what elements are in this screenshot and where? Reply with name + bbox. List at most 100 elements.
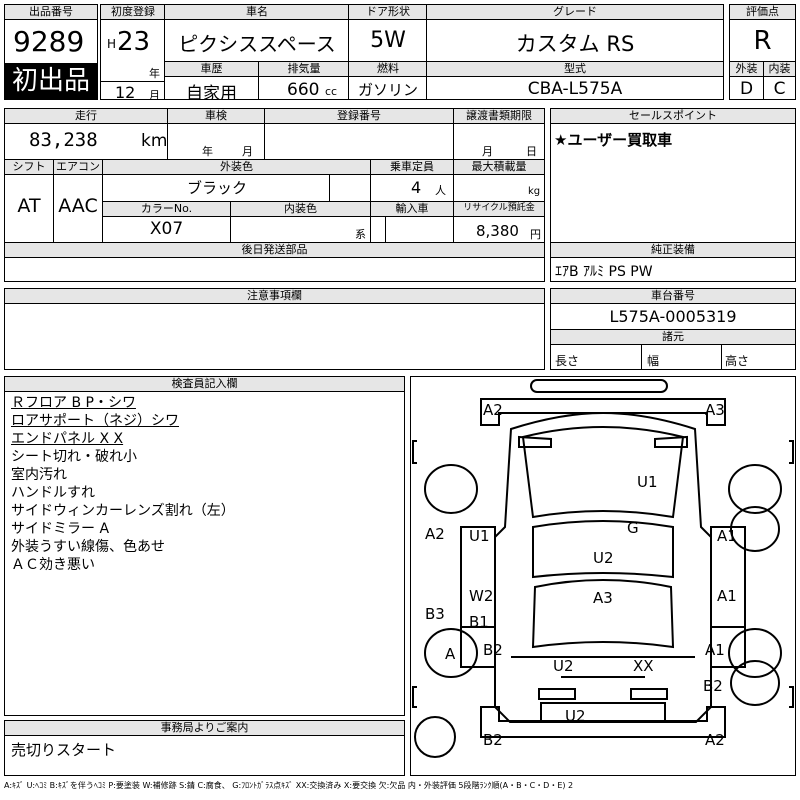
lot-number-label: 出品番号: [5, 5, 97, 20]
max-load-label: 最大積載量: [454, 160, 544, 175]
score-box: 評価点 R: [729, 4, 796, 62]
exterior-color-box: 外装色 ブラック: [102, 159, 371, 202]
reg-month: 12: [115, 83, 136, 100]
equipment-label: 純正装備: [551, 243, 795, 258]
model: CBA-L575A: [527, 79, 623, 99]
damage-mark: A2: [705, 731, 725, 749]
interior-grade-box: 内装 C: [763, 61, 796, 100]
transfer-month-unit: 月: [482, 145, 493, 158]
height-label: 高さ: [725, 354, 750, 368]
mileage: 83,238: [29, 129, 98, 151]
damage-mark: B3: [425, 605, 445, 623]
capacity-label: 乗車定員: [371, 160, 453, 175]
fuel-label: 燃料: [349, 62, 427, 77]
color-number-box: カラーNo. X07: [102, 201, 231, 243]
history-box: 車歴 自家用: [164, 61, 259, 100]
doors-box: ドア形状 5W: [348, 4, 428, 62]
inspector-label: 検査員記入欄: [5, 377, 404, 392]
import-label: 輸入車: [371, 202, 453, 217]
legend-text: A:ｷｽﾞ U:ﾍｺﾐ B:ｷｽﾞを伴うﾍｺﾐ P:要塗装 W:補修跡 S:錆 …: [4, 781, 574, 790]
mileage-unit: km: [141, 131, 168, 151]
car-name-box: 車名 ピクシススペース: [164, 4, 350, 62]
history-label: 車歴: [165, 62, 258, 77]
doors-label: ドア形状: [349, 5, 427, 20]
exterior-label: 外装: [730, 62, 763, 77]
capacity-unit: 人: [435, 184, 446, 197]
damage-mark: A1: [717, 527, 737, 545]
length-label: 長さ: [555, 354, 580, 368]
damage-marks: A2 A3 U1 G A2 U1 A1 U2 W2 A3 B3 B1 A1 A …: [425, 401, 737, 749]
reg-year: 23: [117, 27, 151, 57]
month-unit: 月: [149, 89, 160, 100]
inspection-box: 車検 年 月: [167, 108, 265, 160]
color-no-label: カラーNo.: [103, 202, 230, 217]
int-color-unit: 系: [355, 228, 366, 241]
max-load-box: 最大積載量 kg: [453, 159, 545, 202]
inspector-line: サイドミラー A: [11, 521, 110, 537]
shift-label: シフト: [5, 160, 53, 175]
exterior-grade-box: 外装 D: [729, 61, 764, 100]
ext-color: ブラック: [187, 179, 248, 197]
first-registration-box: 初度登録 H 23 年 12 月: [100, 4, 166, 100]
car-outline-diagram: A2 A3 U1 G A2 U1 A1 U2 W2 A3 B3 B1 A1 A …: [412, 379, 794, 758]
damage-mark: U1: [637, 473, 658, 491]
damage-mark: XX: [633, 657, 654, 675]
fuel-box: 燃料 ガソリン: [348, 61, 428, 100]
interior-grade: C: [773, 79, 786, 99]
recycle-box: リサイクル預託金 8,380 円: [453, 201, 545, 243]
mileage-label: 走行: [5, 109, 167, 124]
sales-point-text: ★ユーザー買取車: [554, 131, 673, 149]
inspection-year-unit: 年: [202, 145, 213, 158]
recycle-fee: 8,380: [476, 222, 519, 240]
year-unit: 年: [149, 67, 160, 80]
import-box: 輸入車: [370, 201, 454, 243]
car-name: ピクシススペース: [178, 32, 336, 56]
max-load-unit: kg: [528, 186, 541, 197]
recycle-label: リサイクル預託金: [454, 202, 544, 217]
damage-mark: A: [445, 645, 456, 663]
office-label: 事務局よりご案内: [5, 721, 404, 736]
grade-label: グレード: [427, 5, 723, 20]
damage-mark: B2: [703, 677, 723, 695]
mileage-box: 走行 83,238 km: [4, 108, 168, 160]
damage-mark: A1: [717, 587, 737, 605]
lot-number-box: 出品番号 9289 初出品: [4, 4, 98, 100]
reg-number-label: 登録番号: [265, 109, 453, 124]
inspector-line: ロアサポート（ネジ）シワ: [11, 413, 179, 429]
shift-box: シフト AT: [4, 159, 54, 243]
car-name-label: 車名: [165, 5, 349, 20]
inspection-label: 車検: [168, 109, 264, 124]
capacity-box: 乗車定員 4 人: [370, 159, 454, 202]
damage-mark: B2: [483, 731, 503, 749]
history: 自家用: [186, 84, 237, 100]
damage-mark: A1: [705, 641, 725, 659]
damage-mark: B1: [469, 613, 489, 631]
lot-number: 9289: [13, 25, 85, 58]
ac: AAC: [58, 195, 98, 217]
displacement-unit: cc: [325, 85, 338, 98]
reg-number-box: 登録番号: [264, 108, 454, 160]
fuel: ガソリン: [357, 81, 418, 99]
score: R: [753, 26, 772, 56]
office-text: 売切りスタート: [11, 741, 117, 759]
parts-label: 後日発送部品: [5, 243, 544, 258]
chassis-number: L575A-0005319: [609, 307, 737, 326]
damage-mark: U2: [593, 549, 614, 567]
damage-mark: W2: [469, 587, 493, 605]
damage-mark: A2: [425, 525, 445, 543]
damage-mark: A3: [593, 589, 613, 607]
equipment-text: ｴｱB ｱﾙﾐ PS PW: [555, 264, 653, 280]
inspector-line: Ｒフロア B P・シワ: [11, 395, 136, 411]
inspector-line: ハンドルすれ: [11, 485, 95, 501]
dims-label: 諸元: [551, 330, 795, 345]
damage-mark: G: [627, 519, 639, 537]
color-no: X07: [149, 219, 184, 239]
score-label: 評価点: [730, 5, 795, 20]
model-label: 型式: [427, 62, 723, 77]
inspector-line: エンドパネル X X: [11, 431, 124, 447]
sales-point-box: セールスポイント ★ユーザー買取車: [550, 108, 796, 243]
exterior-grade: D: [739, 79, 754, 99]
equipment-box: 純正装備 ｴｱB ｱﾙﾐ PS PW: [550, 242, 796, 282]
inspector-line: 室内汚れ: [11, 467, 67, 483]
displacement-label: 排気量: [259, 62, 349, 77]
